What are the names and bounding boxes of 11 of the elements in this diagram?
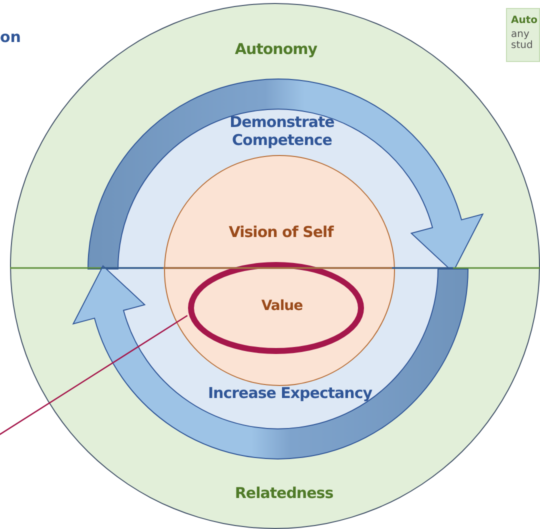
curved-arrow [72, 265, 468, 460]
node-text: Demonstrate Competence [228, 113, 336, 149]
heading-fragment: on [0, 28, 21, 46]
node-text: Value [260, 298, 304, 314]
node-text: Increase Expectancy [206, 384, 374, 402]
node-text: Autonomy [234, 40, 318, 58]
highlight-ellipse [188, 262, 364, 354]
node-text: any stud [511, 29, 534, 51]
node-text: Relatedness [234, 484, 334, 502]
node-text: Auto [511, 15, 539, 26]
node-text: Vision of Self [228, 223, 335, 241]
